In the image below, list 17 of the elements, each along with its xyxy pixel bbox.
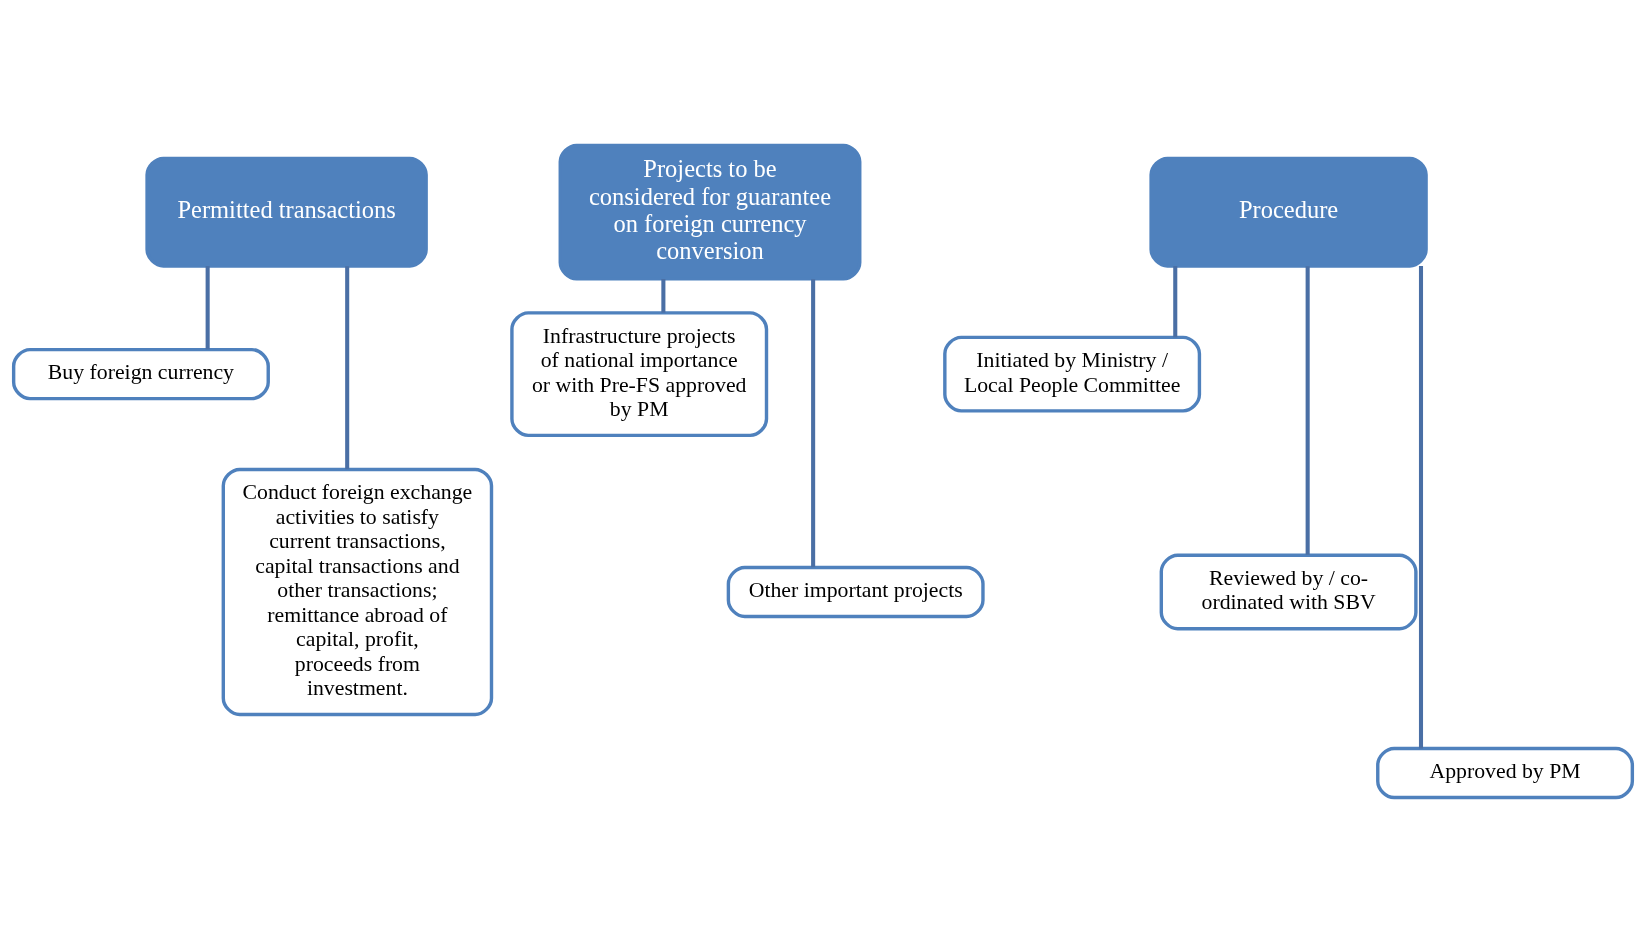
node-box: Buy foreign currency: [11, 347, 270, 401]
connector: [661, 279, 666, 313]
node-box: Procedure: [1149, 156, 1428, 268]
node-box: Projects to be considered for guarantee on foreign currency conversion: [558, 143, 862, 281]
connector: [205, 266, 210, 350]
node-box: Approved by PM: [1376, 746, 1635, 800]
node-box: Infrastructure projects of national importance or with Pre-FS approved by PM: [510, 311, 769, 438]
connector: [345, 266, 350, 470]
node-box: Other important projects: [726, 565, 985, 619]
connector: [1305, 266, 1310, 555]
connector: [1173, 266, 1178, 338]
node-box: Reviewed by / co-ordinated with SBV: [1159, 553, 1418, 631]
node-box: Permitted transactions: [145, 156, 428, 268]
connector: [811, 279, 816, 568]
node-box: Conduct foreign exchange activities to satisfy current transactions, capital transactions and other transactions; remittance abroad of capital, profit, proceeds from investment.: [221, 467, 494, 717]
node-box: Initiated by Ministry / Local People Committee: [943, 335, 1202, 413]
connector: [1418, 265, 1424, 749]
